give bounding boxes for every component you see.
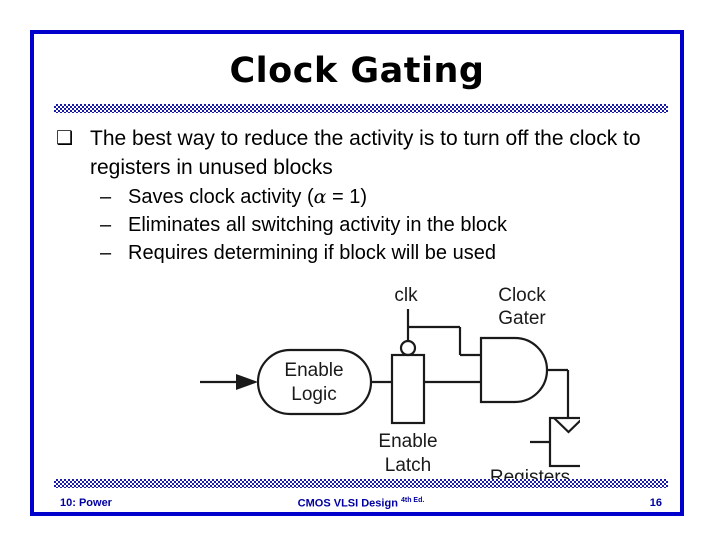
bullet-text-before: Saves clock activity (: [128, 186, 314, 208]
label-enable-latch-line2: Latch: [385, 455, 431, 476]
square-bullet-icon: ❑: [56, 127, 74, 149]
inversion-bubble-icon: [399, 339, 417, 357]
label-clock-gater-line1: Clock: [498, 287, 546, 306]
bullet-text: Eliminates all switching activity in the…: [128, 214, 508, 236]
label-enable-logic-line1: Enable: [284, 360, 343, 381]
dash-bullet-icon: –: [100, 186, 112, 208]
footer-page-number: 16: [649, 497, 662, 509]
dash-bullet-icon: –: [100, 214, 112, 236]
page-title: Clock Gating: [229, 51, 485, 91]
footer-separator-bar: [54, 479, 668, 488]
enable-latch-block: [390, 353, 426, 425]
bullet-text: Requires determining if block will be us…: [128, 242, 496, 264]
register-clock-notch-icon: [553, 417, 580, 434]
alpha-symbol: α: [313, 186, 327, 208]
footer-chapter-label: 10: Power: [60, 497, 112, 509]
slide-footer: 10: Power CMOS VLSI Design 4th Ed. 16: [54, 494, 668, 516]
input-arrowhead: [236, 374, 258, 390]
label-enable-latch-line1: Enable: [378, 431, 437, 452]
bullet-item-sub-3: – Requires determining if block will be …: [48, 239, 672, 267]
footer-book-title-text: CMOS VLSI Design: [297, 497, 398, 510]
clock-gating-circuit-diagram: clk Clock Gater Enable Logic Enable Latc…: [200, 287, 580, 482]
bullet-item-primary: ❑ The best way to reduce the activity is…: [48, 124, 672, 182]
title-separator-bar: [54, 104, 668, 113]
bullet-text-after: = 1): [326, 186, 368, 208]
slide-frame: Clock Gating ❑ The best way to reduce th…: [30, 30, 684, 516]
footer-edition-superscript: 4th Ed.: [400, 497, 425, 504]
label-clock-gater-line2: Gater: [498, 308, 546, 329]
bullet-list: ❑ The best way to reduce the activity is…: [48, 124, 672, 267]
label-registers: Registers: [490, 467, 570, 482]
bullet-item-sub-2: – Eliminates all switching activity in t…: [48, 211, 672, 239]
footer-book-title: CMOS VLSI Design 4th Ed.: [54, 497, 668, 510]
bullet-item-sub-1: – Saves clock activity (α = 1): [48, 183, 672, 211]
label-enable-logic-line2: Logic: [291, 384, 336, 405]
dash-bullet-icon: –: [100, 242, 112, 264]
bullet-text: The best way to reduce the activity is t…: [90, 127, 641, 179]
label-clk: clk: [394, 287, 418, 306]
and-gate-body: [479, 336, 549, 404]
